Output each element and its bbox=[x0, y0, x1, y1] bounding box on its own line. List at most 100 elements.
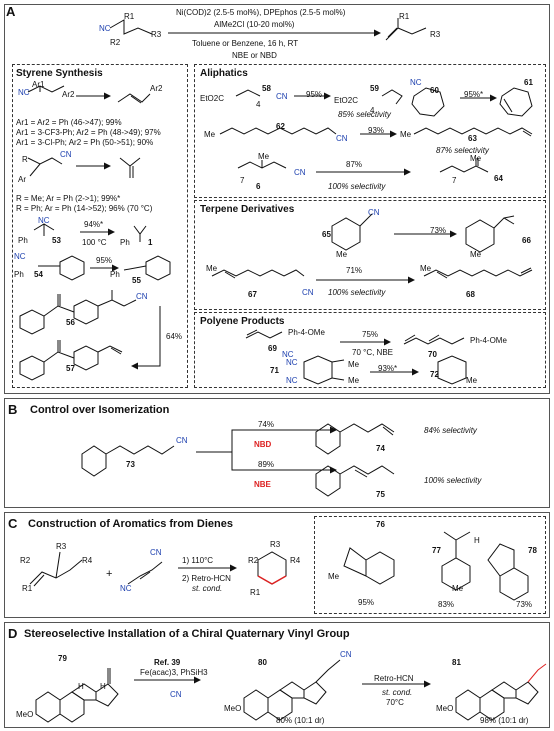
panel-b bbox=[4, 398, 550, 508]
bond-55 bbox=[123, 265, 147, 271]
condition-line-4: NBE or NBD bbox=[232, 51, 277, 60]
c72-me: Me bbox=[466, 376, 478, 385]
c58-ester: EtO2C bbox=[200, 94, 225, 103]
arrow-75 bbox=[231, 452, 337, 474]
c6-sub: 7 bbox=[240, 176, 245, 185]
yield-69: 75% bbox=[362, 330, 379, 339]
c54-ph: Ph bbox=[14, 270, 24, 279]
yield-58: 95% bbox=[306, 90, 323, 99]
c65-me: Me bbox=[336, 250, 348, 259]
compound-70: 70 bbox=[428, 350, 437, 359]
retro-hcn: Retro-HCN bbox=[374, 674, 414, 683]
general-substrate bbox=[109, 19, 153, 35]
yield-71: 93%* bbox=[378, 364, 398, 373]
styrene-line-4: R = Me; Ar = Ph (2->1); 99%* bbox=[16, 194, 121, 203]
yield-62: 93% bbox=[368, 126, 385, 135]
c54-nc: NC bbox=[14, 252, 26, 261]
fumaronitrile bbox=[127, 561, 163, 585]
c78-h: H bbox=[474, 536, 480, 545]
compound-65: 65 bbox=[322, 230, 331, 239]
c71-nc-bot: NC bbox=[286, 376, 298, 385]
chain-73 bbox=[105, 445, 175, 455]
polyene-panel bbox=[194, 312, 546, 388]
c62-me: Me bbox=[204, 130, 216, 139]
chain-58 bbox=[235, 89, 261, 97]
arene-r4: R4 bbox=[290, 556, 301, 565]
c58-cn: CN bbox=[276, 92, 288, 101]
acrylonitrile-cn: CN bbox=[170, 690, 182, 699]
ring-71 bbox=[303, 355, 333, 385]
styrene-ar2: Ar2 bbox=[62, 90, 75, 99]
yield-75: 89% bbox=[258, 460, 275, 469]
arrow-56 bbox=[131, 306, 161, 370]
selectivity-75: 100% selectivity bbox=[424, 476, 482, 485]
reagent-nbe: NBE bbox=[254, 480, 271, 489]
step-2-cond: st. cond. bbox=[192, 584, 223, 593]
retro-cond: st. cond. bbox=[382, 688, 413, 697]
ring-57-b bbox=[73, 345, 99, 371]
compound-6: 6 bbox=[256, 182, 261, 191]
examples-box bbox=[314, 516, 546, 614]
c6-cn: CN bbox=[294, 168, 306, 177]
panel-d-title: Stereoselective Installation of a Chiral… bbox=[24, 628, 350, 640]
compound-79: 79 bbox=[58, 654, 67, 663]
styrene-ar: Ar bbox=[18, 175, 26, 184]
step-2: 2) Retro-HCN bbox=[182, 574, 231, 583]
polyene-title: Polyene Products bbox=[200, 316, 285, 327]
styrene-line-1: Ar1 = Ar2 = Ph (46->47); 99% bbox=[16, 118, 122, 127]
compound-53: 53 bbox=[52, 236, 61, 245]
general-nc: NC bbox=[99, 24, 111, 33]
compound-61: 61 bbox=[524, 78, 533, 87]
styrene-ar2-product: Ar2 bbox=[150, 84, 163, 93]
c59-sub: 4 bbox=[370, 106, 375, 115]
fumaronitrile-nc: NC bbox=[120, 584, 132, 593]
panel-b-label: B bbox=[8, 402, 18, 417]
panel-c-label: C bbox=[8, 516, 18, 531]
c55-ph: Ph bbox=[110, 270, 120, 279]
pinane-65 bbox=[331, 217, 361, 251]
compound-75: 75 bbox=[376, 490, 385, 499]
chain-62 bbox=[219, 127, 337, 135]
general-r1: R1 bbox=[124, 12, 135, 21]
compound-67: 67 bbox=[248, 290, 257, 299]
compound-64: 64 bbox=[494, 174, 503, 183]
diene-skeleton bbox=[29, 559, 83, 585]
condition-line-2: AlMe2Cl (10-20 mol%) bbox=[214, 20, 295, 29]
ring-56-b bbox=[73, 299, 99, 325]
chain-67 bbox=[211, 269, 305, 277]
ring-57-a bbox=[19, 355, 45, 381]
stilbene-product bbox=[117, 93, 151, 104]
compound-72: 72 bbox=[430, 370, 439, 379]
ring-77 bbox=[441, 557, 471, 591]
diene-r4: R4 bbox=[82, 556, 93, 565]
c64-sub: 7 bbox=[452, 176, 457, 185]
chain-64 bbox=[439, 165, 489, 173]
panel-c bbox=[4, 512, 550, 618]
c79-meo: MeO bbox=[16, 710, 34, 719]
plus-sign: + bbox=[106, 568, 113, 580]
compound-74: 74 bbox=[376, 444, 385, 453]
compound-81: 81 bbox=[452, 658, 461, 667]
diene-r1: R1 bbox=[22, 584, 33, 593]
retro-temp: 70°C bbox=[386, 698, 404, 707]
ref-39: Ref. 39 bbox=[154, 658, 181, 667]
steroid-81 bbox=[455, 663, 547, 721]
c71-nc-top: NC bbox=[286, 358, 298, 367]
cyclohexane-54 bbox=[59, 255, 85, 281]
compound-1-skeleton bbox=[133, 225, 147, 242]
ring-76 bbox=[365, 551, 395, 585]
condition-line-1: Ni(COD)2 (2.5-5 mol%), DPEphos (2.5-5 mo… bbox=[176, 8, 346, 17]
diene-69 bbox=[245, 331, 283, 339]
general-r2: R2 bbox=[110, 38, 121, 47]
c53-nc: NC bbox=[38, 216, 50, 225]
aliphatics-panel bbox=[194, 64, 546, 198]
panel-a-label: A bbox=[6, 4, 16, 19]
styrene-cn: CN bbox=[60, 150, 72, 159]
condition-line-3: Toluene or Benzene, 16 h, RT bbox=[192, 39, 299, 48]
yield-77: 83% bbox=[438, 600, 455, 609]
c71-me-2: Me bbox=[348, 376, 360, 385]
pinane-66 bbox=[465, 219, 495, 253]
arrow-74 bbox=[196, 426, 337, 453]
arene-r2: R2 bbox=[248, 556, 259, 565]
aliphatics-title: Aliphatics bbox=[200, 68, 248, 79]
